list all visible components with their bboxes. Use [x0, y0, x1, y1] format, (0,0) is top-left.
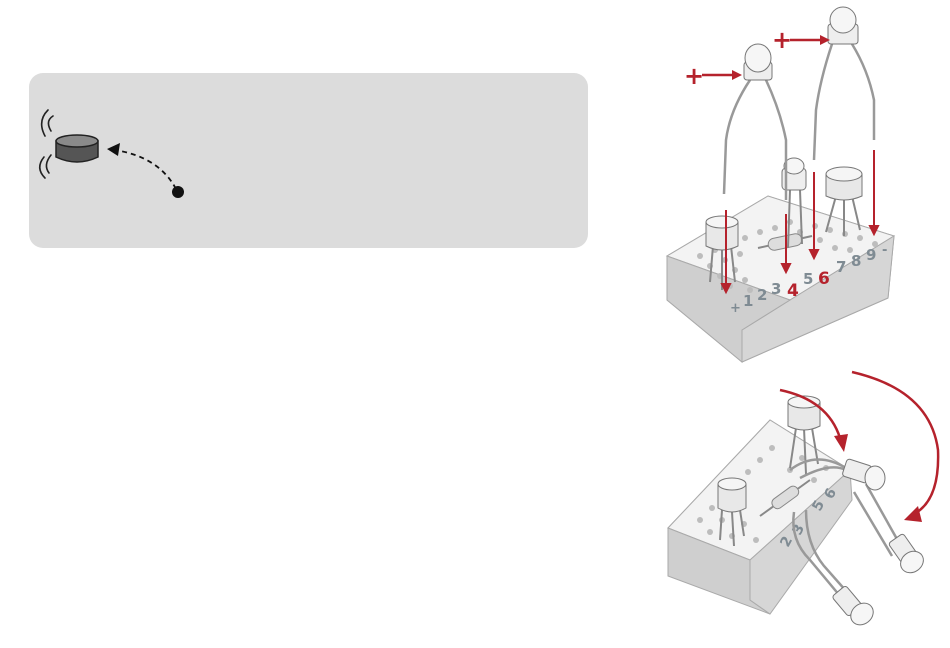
label-1: 1: [743, 292, 753, 310]
plus-arrow-1: [702, 70, 742, 80]
led-1: [724, 44, 786, 200]
label-minus: -: [882, 243, 887, 258]
bottom-breadboard: 2 3 5 6: [668, 372, 938, 629]
label-2: 2: [757, 286, 767, 304]
start-dot: [172, 186, 184, 198]
label-3: 3: [771, 280, 781, 298]
plus-label-2: +: [772, 26, 792, 54]
plus-arrow-2: [790, 35, 830, 45]
top-breadboard: + 1 2 3 4 5 6 7 8 9 -: [667, 7, 894, 362]
dashed-arrow: [107, 143, 184, 198]
vibration-icon: [40, 110, 53, 178]
b-led-right: [888, 533, 927, 577]
note-panel-graphic: [29, 73, 588, 248]
note-panel: [29, 73, 588, 248]
label-plus: +: [730, 301, 741, 316]
label-9: 9: [866, 246, 876, 264]
buzzer-icon: [56, 135, 98, 162]
label-4: 4: [787, 281, 799, 301]
plus-label-1: +: [684, 62, 704, 90]
assembly-illustration: + 1 2 3 4 5 6 7 8 9 -: [640, 0, 950, 648]
label-7: 7: [836, 258, 846, 276]
label-6: 6: [818, 269, 830, 289]
led-2: [814, 7, 874, 160]
label-5: 5: [803, 270, 813, 288]
bend-arrow-right: [852, 372, 938, 522]
label-8: 8: [851, 252, 861, 270]
